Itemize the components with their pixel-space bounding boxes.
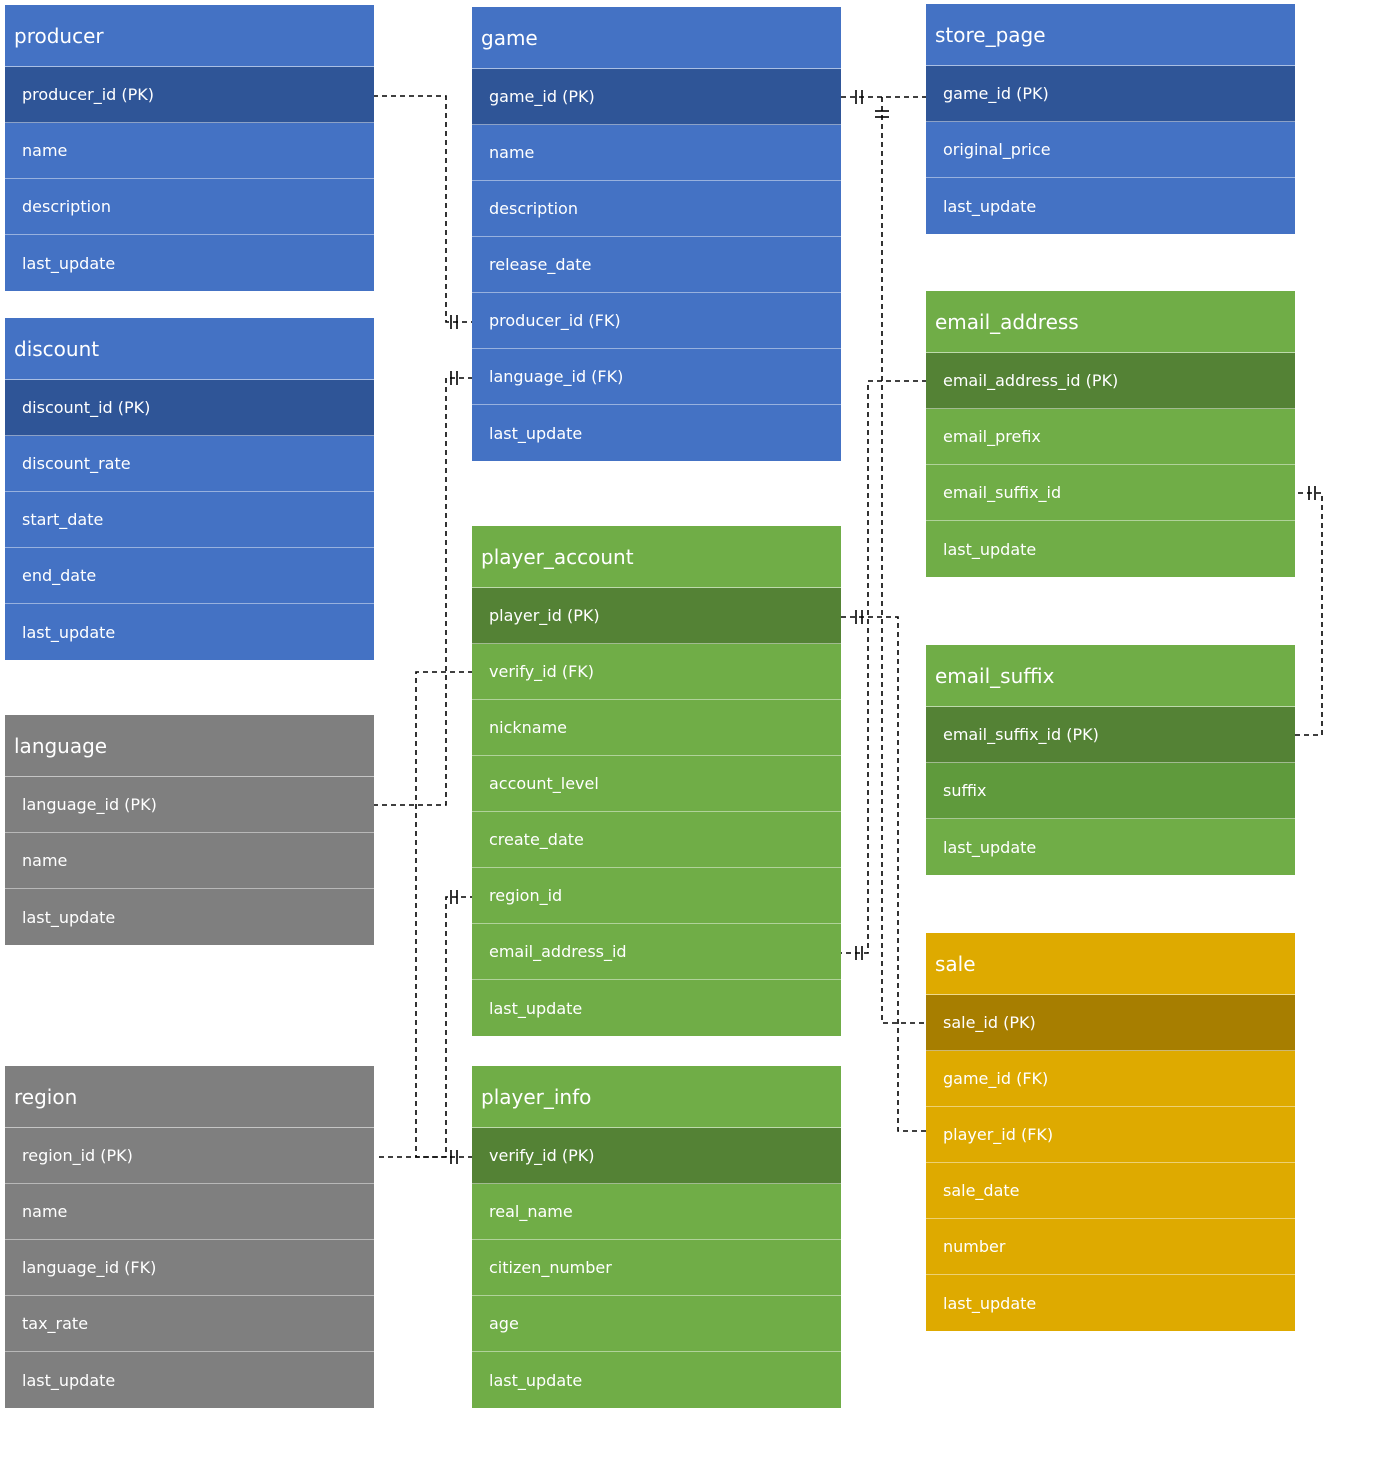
table-title: discount [5, 318, 374, 380]
table-field: last_update [472, 980, 841, 1036]
table-field: tax_rate [5, 1296, 374, 1352]
table-field: email_prefix [926, 409, 1295, 465]
table-field: discount_id (PK) [5, 380, 374, 436]
table-field: region_id (PK) [5, 1128, 374, 1184]
table-field: name [5, 833, 374, 889]
table-field: end_date [5, 548, 374, 604]
table-field: nickname [472, 700, 841, 756]
link-emailsuffix-emailaddress [1295, 492, 1323, 736]
table-field: last_update [5, 889, 374, 945]
table-field: discount_rate [5, 436, 374, 492]
table-field: last_update [926, 178, 1295, 234]
table-title: player_info [472, 1066, 841, 1128]
table-field: original_price [926, 122, 1295, 178]
table-player-info[interactable]: player_info verify_id (PK) real_name cit… [472, 1066, 841, 1408]
table-field: last_update [5, 1352, 374, 1408]
table-title: player_account [472, 526, 841, 588]
table-game[interactable]: game game_id (PK) name description relea… [472, 7, 841, 461]
table-field: language_id (PK) [5, 777, 374, 833]
table-discount[interactable]: discount discount_id (PK) discount_rate … [5, 318, 374, 660]
table-field: sale_id (PK) [926, 995, 1295, 1051]
table-field: email_address_id [472, 924, 841, 980]
table-field: producer_id (PK) [5, 67, 374, 123]
table-producer[interactable]: producer producer_id (PK) name descripti… [5, 5, 374, 291]
table-field: language_id (FK) [472, 349, 841, 405]
table-field: verify_id (PK) [472, 1128, 841, 1184]
table-sale[interactable]: sale sale_id (PK) game_id (FK) player_id… [926, 933, 1295, 1331]
table-field: last_update [472, 1352, 841, 1408]
table-field: player_id (FK) [926, 1107, 1295, 1163]
table-store-page[interactable]: store_page game_id (PK) original_price l… [926, 4, 1295, 234]
table-field: name [472, 125, 841, 181]
table-email-suffix[interactable]: email_suffix email_suffix_id (PK) suffix… [926, 645, 1295, 875]
table-title: email_address [926, 291, 1295, 353]
table-field: player_id (PK) [472, 588, 841, 644]
link-region-playeraccount [379, 896, 473, 1158]
table-field: citizen_number [472, 1240, 841, 1296]
table-field: sale_date [926, 1163, 1295, 1219]
table-field: number [926, 1219, 1295, 1275]
table-field: game_id (PK) [472, 69, 841, 125]
table-title: producer [5, 5, 374, 67]
table-title: region [5, 1066, 374, 1128]
table-field: account_level [472, 756, 841, 812]
table-field: last_update [5, 604, 374, 660]
table-title: language [5, 715, 374, 777]
link-game-sale [881, 97, 927, 1024]
table-field: game_id (FK) [926, 1051, 1295, 1107]
table-title: store_page [926, 4, 1295, 66]
link-language-game [373, 377, 473, 806]
table-field: verify_id (FK) [472, 644, 841, 700]
table-field: last_update [926, 521, 1295, 577]
table-region[interactable]: region region_id (PK) name language_id (… [5, 1066, 374, 1408]
table-field: release_date [472, 237, 841, 293]
table-field: email_suffix_id [926, 465, 1295, 521]
table-field: last_update [926, 1275, 1295, 1331]
table-field: email_address_id (PK) [926, 353, 1295, 409]
link-emailaddress-playeraccount [841, 380, 927, 954]
table-field: last_update [926, 819, 1295, 875]
table-language[interactable]: language language_id (PK) name last_upda… [5, 715, 374, 945]
table-field: name [5, 1184, 374, 1240]
link-producer-game [373, 95, 473, 323]
table-field: region_id [472, 868, 841, 924]
table-field: real_name [472, 1184, 841, 1240]
link-playeraccount-sale [841, 616, 927, 1132]
table-field: email_suffix_id (PK) [926, 707, 1295, 763]
table-title: game [472, 7, 841, 69]
table-field: name [5, 123, 374, 179]
table-field: producer_id (FK) [472, 293, 841, 349]
table-title: email_suffix [926, 645, 1295, 707]
table-field: language_id (FK) [5, 1240, 374, 1296]
table-field: last_update [5, 235, 374, 291]
table-field: suffix [926, 763, 1295, 819]
table-title: sale [926, 933, 1295, 995]
table-field: game_id (PK) [926, 66, 1295, 122]
table-field: description [472, 181, 841, 237]
table-field: age [472, 1296, 841, 1352]
table-player-account[interactable]: player_account player_id (PK) verify_id … [472, 526, 841, 1036]
link-playeraccount-playerinfo [415, 671, 473, 1158]
table-field: description [5, 179, 374, 235]
table-field: create_date [472, 812, 841, 868]
table-email-address[interactable]: email_address email_address_id (PK) emai… [926, 291, 1295, 577]
table-field: last_update [472, 405, 841, 461]
table-field: start_date [5, 492, 374, 548]
